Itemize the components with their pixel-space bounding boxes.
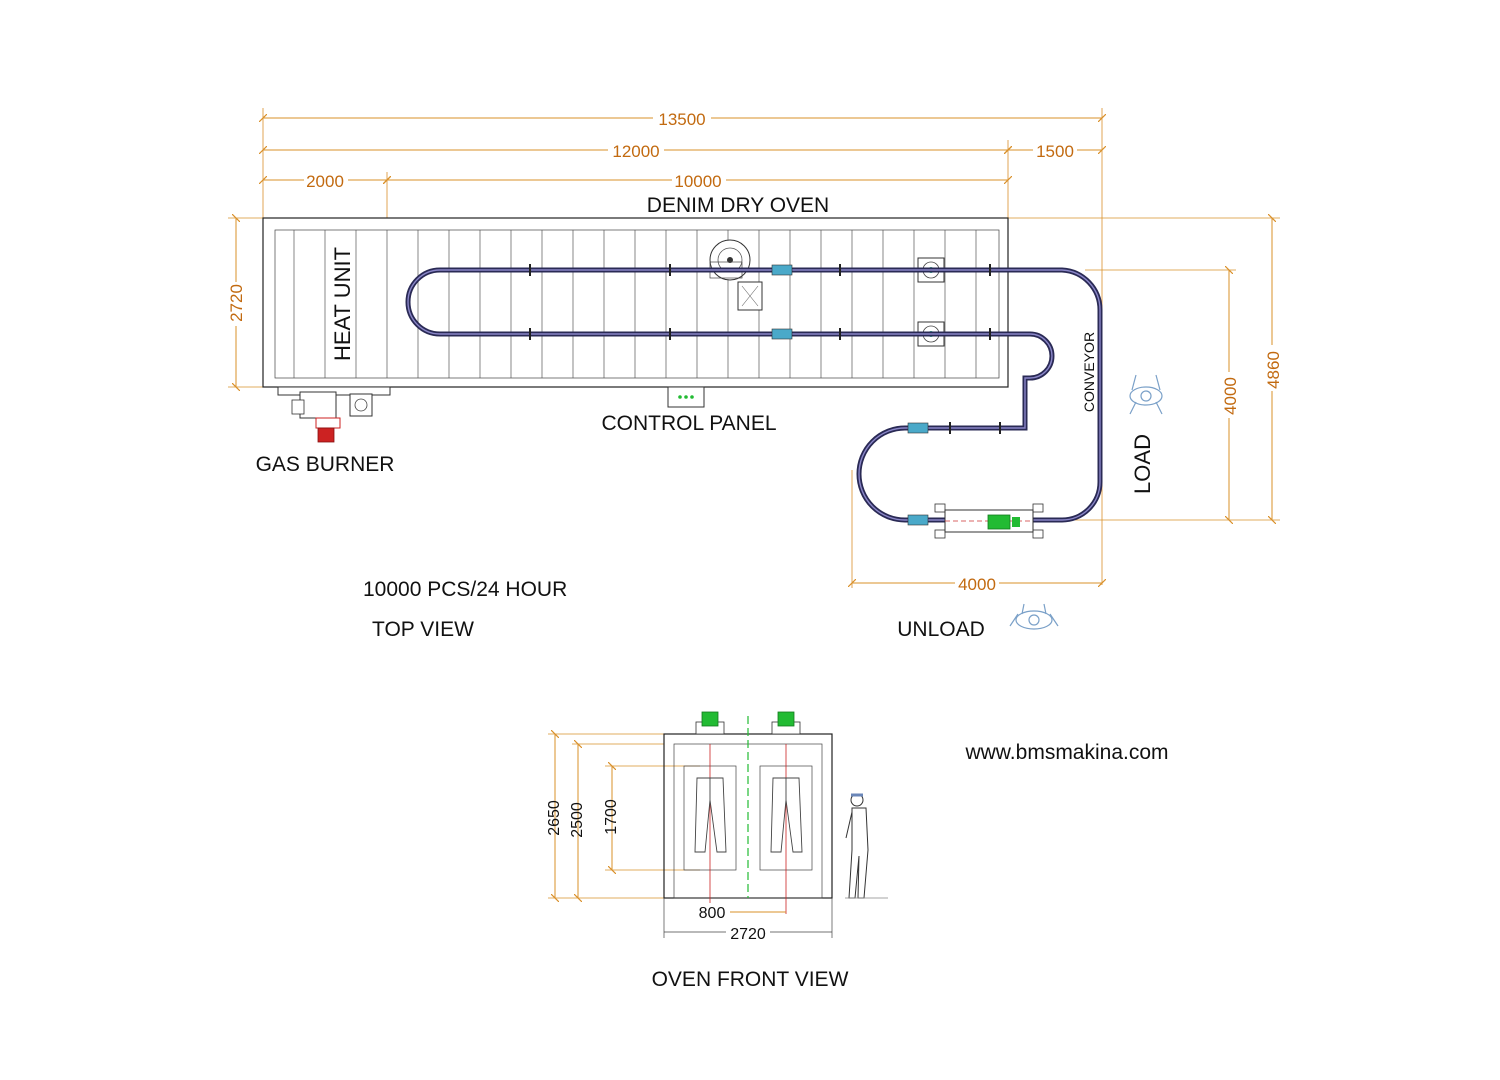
oven-body (262, 217, 1009, 388)
control-panel-box (667, 386, 705, 408)
dim-oven-width-label: 2720 (227, 284, 246, 322)
dim-total-depth-label: 4860 (1264, 351, 1283, 389)
dim-inner-height: 2500 (569, 744, 664, 898)
top-view: 13500 12000 1500 2000 10000 (224, 108, 1284, 641)
load-label: LOAD (1130, 434, 1155, 494)
dim-heat-unit-length: 2000 (263, 170, 387, 218)
dim-total-height-label: 2650 (546, 800, 563, 836)
circulation-fan (709, 239, 751, 281)
dim-drying-length: 10000 (387, 170, 1008, 191)
dim-extension-label: 1500 (1036, 142, 1074, 161)
unload-operator-figure (1009, 603, 1059, 630)
dim-front-width-label: 2720 (730, 926, 766, 943)
dim-heat-unit-length-label: 2000 (306, 172, 344, 191)
load-operator-figure (1129, 374, 1163, 415)
oven-title: DENIM DRY OVEN (647, 194, 829, 217)
front-view-label: OVEN FRONT VIEW (652, 968, 849, 991)
dim-conveyor-depth-label: 4000 (1221, 377, 1240, 415)
dim-oven-width: 2720 (224, 218, 263, 387)
front-oven-frame (663, 716, 833, 914)
hanging-jeans-left (694, 777, 727, 853)
conveyor-drive-station (934, 503, 1044, 539)
dim-front-width: 2720 (663, 898, 833, 943)
dim-conveyor-width-label: 4000 (958, 575, 996, 594)
unload-label: UNLOAD (897, 618, 985, 641)
gas-burner-label: GAS BURNER (256, 453, 395, 476)
dim-total-depth: 4860 (1008, 218, 1284, 520)
conveyor-rail (405, 264, 1103, 526)
hanging-jeans-right (770, 777, 803, 853)
dim-spacing: 800 (694, 903, 786, 922)
control-panel-label: CONTROL PANEL (601, 412, 776, 435)
dim-extension: 1500 (1008, 140, 1102, 161)
dim-conveyor-width: 4000 (852, 470, 1102, 594)
oven-slats (293, 230, 977, 378)
top-view-label: TOP VIEW (372, 618, 474, 641)
gas-burner-unit (277, 386, 391, 443)
top-motor-left (695, 711, 725, 735)
dim-garment-height: 1700 (603, 766, 700, 870)
conveyor-label: CONVEYOR (1081, 332, 1097, 412)
dim-oven-length: 12000 (263, 140, 1008, 218)
dim-inner-height-label: 2500 (569, 802, 586, 838)
dim-spacing-label: 800 (699, 905, 726, 922)
dim-drying-length-label: 10000 (674, 172, 721, 191)
dim-conveyor-depth: 4000 (1085, 270, 1241, 520)
dim-oven-length-label: 12000 (612, 142, 659, 161)
standing-operator-figure (845, 793, 888, 899)
dim-total-length-label: 13500 (658, 110, 705, 129)
dim-total-height: 2650 (546, 734, 664, 898)
top-motor-right (771, 711, 801, 735)
website-url: www.bmsmakina.com (964, 741, 1168, 764)
rail-joints (529, 264, 1001, 434)
capacity-label: 10000 PCS/24 HOUR (363, 578, 567, 601)
dim-garment-height-label: 1700 (603, 799, 620, 835)
front-view: 2650 2500 1700 (546, 711, 888, 991)
heat-unit-label: HEAT UNIT (330, 247, 355, 361)
dim-total-length: 13500 (263, 108, 1102, 585)
